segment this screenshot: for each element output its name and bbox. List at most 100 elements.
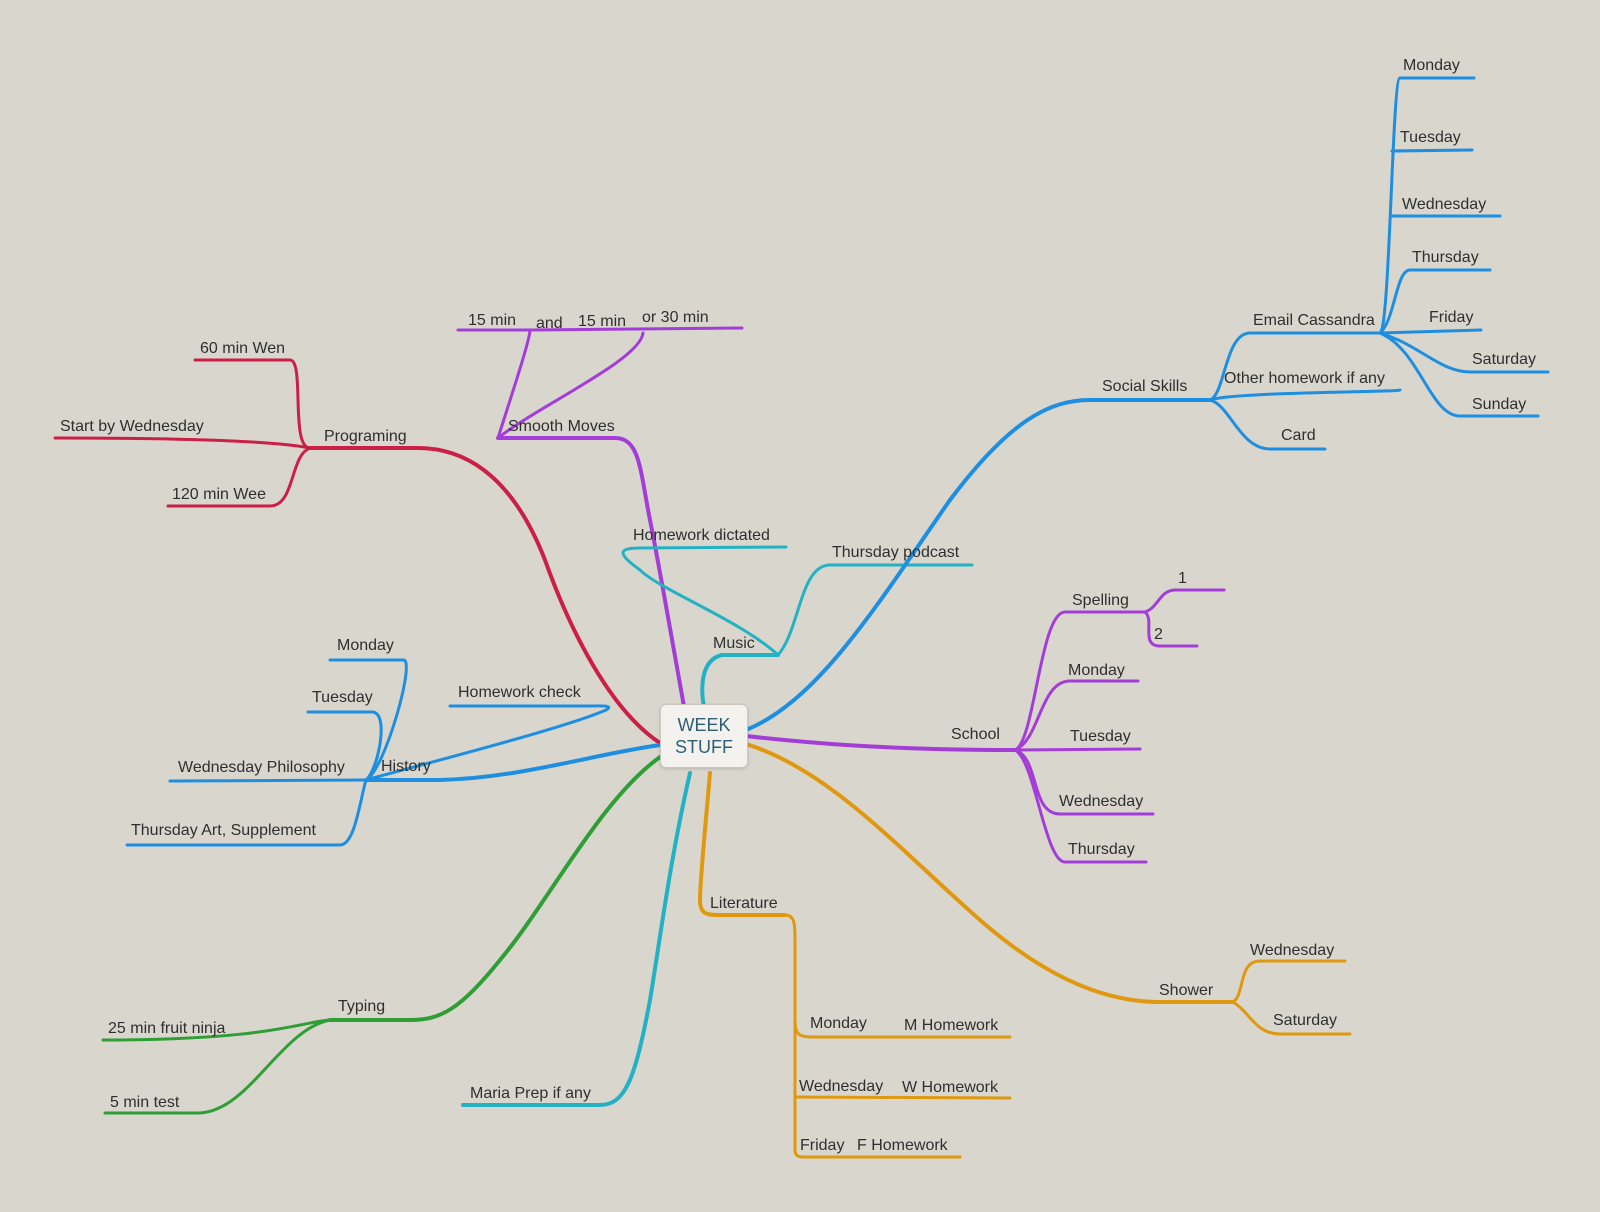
topic-programing-60-min[interactable]: 60 min Wen — [200, 340, 286, 357]
typing-connector — [103, 1018, 332, 1115]
topic-social-monday[interactable]: Monday — [1403, 57, 1460, 74]
topic-card[interactable]: Card — [1281, 427, 1316, 444]
topic-history-tuesday[interactable]: Tuesday — [312, 689, 373, 706]
topic-school-monday[interactable]: Monday — [1068, 662, 1125, 679]
history-connector — [364, 743, 662, 782]
programing-connector — [193, 358, 312, 450]
school-connector — [1143, 588, 1226, 614]
topic-social-tuesday[interactable]: Tuesday — [1400, 129, 1461, 146]
topic-shower-wednesday[interactable]: Wednesday — [1250, 942, 1335, 959]
school-connector — [1013, 748, 1148, 864]
topic-smooth-and[interactable]: and — [536, 315, 563, 332]
literature-connector — [793, 1095, 1012, 1100]
social-connector — [744, 398, 1212, 732]
shower-connector — [1231, 1000, 1352, 1036]
topic-social-sunday[interactable]: Sunday — [1472, 396, 1527, 413]
topic-literature-monday[interactable]: Monday — [810, 1015, 867, 1032]
topic-homework-dictated[interactable]: Homework dictated — [633, 527, 770, 544]
social-connector — [1208, 331, 1382, 402]
topic-other-homework[interactable]: Other homework if any — [1224, 370, 1385, 387]
social-connector — [1378, 331, 1540, 418]
topic-literature-w-homework[interactable]: W Homework — [902, 1079, 999, 1096]
topic-social-saturday[interactable]: Saturday — [1472, 351, 1537, 368]
topic-literature-friday[interactable]: Friday — [800, 1137, 845, 1154]
school-connector — [1013, 610, 1147, 752]
history-connector — [168, 778, 368, 783]
topic-school-thursday[interactable]: Thursday — [1068, 841, 1135, 858]
literature-connector — [793, 1018, 1012, 1039]
topic-typing-fruit-ninja[interactable]: 25 min fruit ninja — [108, 1020, 226, 1037]
school-connector — [744, 734, 1017, 752]
topic-homework-check[interactable]: Homework check — [458, 684, 581, 701]
typing-connector — [101, 1018, 332, 1042]
topic-school-wednesday[interactable]: Wednesday — [1059, 793, 1144, 810]
topic-spelling-1[interactable]: 1 — [1178, 570, 1187, 587]
topic-smooth-moves[interactable]: Smooth Moves — [508, 418, 615, 435]
topic-music[interactable]: Music — [713, 635, 755, 652]
topic-literature-f-homework[interactable]: F Homework — [857, 1137, 948, 1154]
history-connector — [364, 704, 611, 782]
topic-history[interactable]: History — [381, 758, 431, 775]
social-connector — [1208, 398, 1327, 451]
homework-connector — [621, 545, 788, 657]
topic-programing-120-min[interactable]: 120 min Wee — [172, 486, 266, 503]
school-connector — [1143, 610, 1199, 648]
history-connector — [306, 710, 383, 782]
history-connector — [125, 778, 368, 847]
topic-history-monday[interactable]: Monday — [337, 637, 394, 654]
homework-connector — [776, 563, 974, 657]
social-connector — [1378, 328, 1483, 335]
topic-email-cassandra[interactable]: Email Cassandra — [1253, 312, 1375, 329]
smooth-moves-connector — [496, 436, 687, 714]
shower-connector — [744, 742, 1235, 1004]
school-connector — [1013, 679, 1140, 752]
school-connector — [1013, 747, 1142, 752]
programing-connector — [166, 446, 312, 508]
central-topic-node[interactable]: WEEK STUFF — [660, 704, 748, 768]
topic-history-wednesday[interactable]: Wednesday Philosophy — [178, 759, 345, 776]
topic-programing[interactable]: Programing — [324, 428, 407, 445]
topic-smooth-15-min-a[interactable]: 15 min — [468, 312, 517, 329]
maria-connector — [461, 771, 692, 1107]
social-connector — [1378, 268, 1492, 335]
programing-connector — [53, 436, 312, 450]
topic-social-thursday[interactable]: Thursday — [1412, 249, 1479, 266]
literature-connector — [698, 771, 787, 917]
central-topic-line2: STUFF — [675, 737, 733, 757]
topic-shower[interactable]: Shower — [1159, 982, 1214, 999]
topic-social-wednesday[interactable]: Wednesday — [1402, 196, 1487, 213]
school-connector — [1013, 748, 1155, 816]
topic-smooth-or-30-min[interactable]: or 30 min — [642, 309, 709, 326]
topic-spelling[interactable]: Spelling — [1072, 592, 1129, 609]
topic-literature-m-homework[interactable]: M Homework — [904, 1017, 999, 1034]
central-topic-line1: WEEK — [677, 715, 731, 735]
topic-literature[interactable]: Literature — [710, 895, 778, 912]
topic-social-skills[interactable]: Social Skills — [1102, 378, 1188, 395]
social-connector — [1378, 76, 1476, 335]
social-connector — [1378, 331, 1550, 374]
smooth-moves-connector — [528, 326, 744, 332]
programing-connector — [308, 446, 662, 745]
shower-connector — [1231, 959, 1347, 1004]
topic-typing-5-min-test[interactable]: 5 min test — [110, 1094, 180, 1111]
topic-school[interactable]: School — [951, 726, 1000, 743]
topic-spelling-2[interactable]: 2 — [1154, 626, 1163, 643]
typing-connector — [328, 755, 662, 1022]
topic-history-thursday[interactable]: Thursday Art, Supplement — [131, 822, 316, 839]
topic-smooth-15-min-b[interactable]: 15 min — [578, 313, 627, 330]
history-connector — [328, 658, 408, 782]
literature-connector — [783, 913, 962, 1159]
social-connector — [1208, 388, 1402, 402]
topic-school-tuesday[interactable]: Tuesday — [1070, 728, 1131, 745]
topic-shower-saturday[interactable]: Saturday — [1273, 1012, 1338, 1029]
topic-social-friday[interactable]: Friday — [1429, 309, 1474, 326]
topic-thursday-podcast[interactable]: Thursday podcast — [832, 544, 960, 561]
smooth-moves-connector — [496, 331, 645, 440]
social-connector — [1390, 148, 1474, 153]
topic-maria-prep[interactable]: Maria Prep if any — [470, 1085, 591, 1102]
topic-literature-wednesday[interactable]: Wednesday — [799, 1078, 884, 1095]
topic-programing-start[interactable]: Start by Wednesday — [60, 418, 204, 435]
topic-typing[interactable]: Typing — [338, 998, 386, 1015]
